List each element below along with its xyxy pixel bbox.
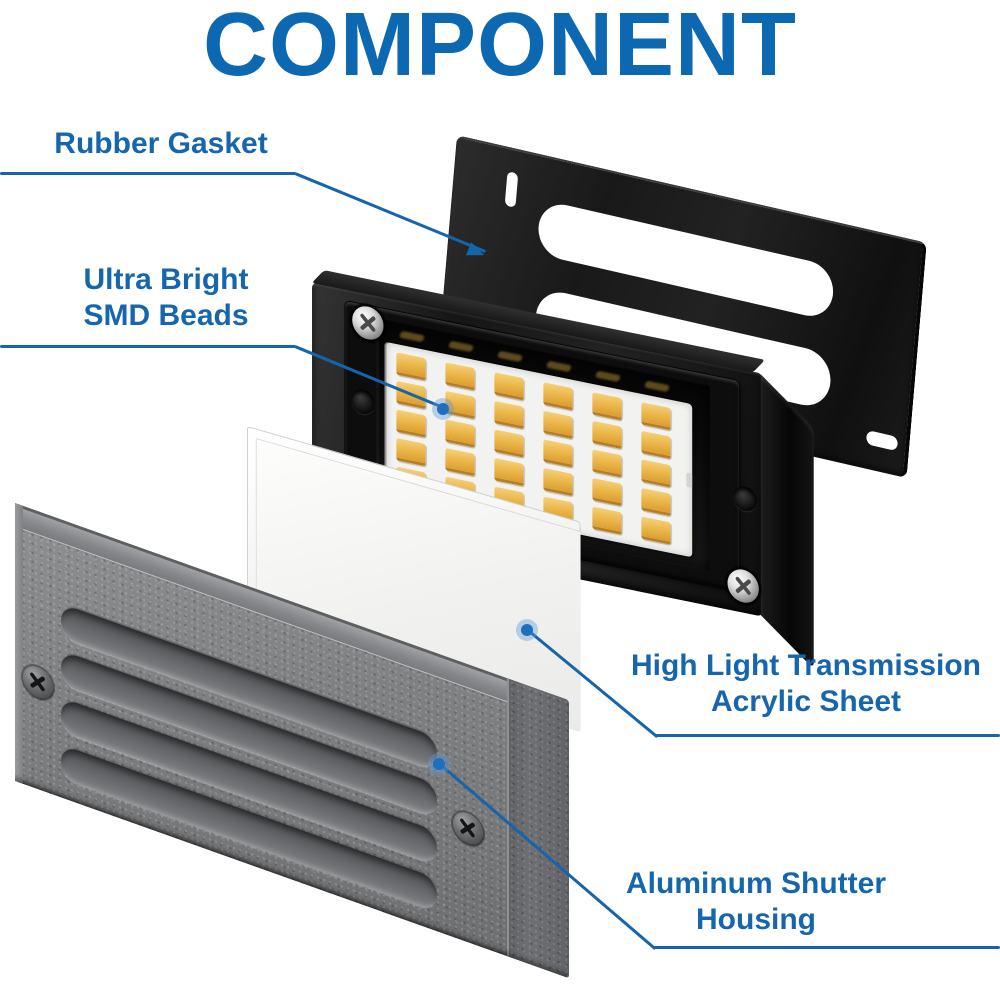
- smd-bead: [543, 382, 573, 411]
- leader-acrylic-horizontal: [655, 734, 1000, 737]
- label-smd-beads: Ultra Bright SMD Beads: [0, 262, 332, 334]
- leader-dot-acrylic: [516, 619, 538, 641]
- smd-bead: [543, 439, 573, 468]
- smd-bead: [396, 409, 426, 438]
- bead-reflection: [643, 380, 670, 393]
- leader-dot-aluminum: [428, 753, 450, 775]
- faceplate-screw-right: [453, 807, 483, 849]
- smd-bead: [445, 447, 475, 477]
- smd-bead: [641, 430, 671, 460]
- smd-bead: [641, 516, 671, 545]
- label-acrylic-sheet-line1: High Light Transmission: [630, 649, 982, 682]
- label-rubber-gasket-line1: Rubber Gasket: [54, 127, 268, 160]
- smd-bead: [641, 487, 671, 517]
- smd-bead: [543, 410, 573, 440]
- label-aluminum-housing-line2: Housing: [696, 903, 816, 936]
- smd-bead: [445, 362, 475, 391]
- label-aluminum-housing: Aluminum Shutter Housing: [560, 866, 952, 938]
- leader-aluminum-horizontal: [654, 946, 1000, 949]
- smd-bead: [592, 477, 622, 507]
- smd-bead: [445, 419, 475, 448]
- leader-dot-smd: [432, 398, 454, 420]
- gasket-mount-hole-bottom: [865, 429, 899, 452]
- gasket-mount-hole-top: [504, 171, 519, 208]
- smd-bead: [494, 400, 524, 430]
- leader-rubber-gasket-horizontal: [0, 172, 296, 175]
- smd-bead: [494, 457, 524, 487]
- bead-reflection: [496, 350, 523, 363]
- bead-reflection: [545, 360, 572, 373]
- smd-bead: [641, 402, 671, 431]
- label-rubber-gasket: Rubber Gasket: [0, 126, 322, 162]
- page-title: COMPONENT: [203, 0, 797, 95]
- smd-bead: [592, 506, 622, 535]
- faceplate-screw-left: [23, 661, 53, 703]
- label-acrylic-sheet: High Light Transmission Acrylic Sheet: [612, 648, 1000, 720]
- pcb-connector-pin: [686, 472, 693, 488]
- smd-bead: [592, 420, 622, 450]
- smd-bead: [396, 352, 426, 381]
- smd-bead: [592, 449, 622, 478]
- leader-smd-horizontal: [0, 345, 296, 348]
- label-smd-beads-line1: Ultra Bright: [83, 263, 249, 296]
- bead-reflection: [447, 340, 474, 353]
- label-acrylic-sheet-line2: Acrylic Sheet: [710, 685, 902, 718]
- smd-bead: [396, 437, 426, 467]
- smd-bead: [592, 392, 622, 421]
- smd-bead: [641, 459, 671, 488]
- smd-bead: [543, 467, 573, 497]
- label-aluminum-housing-line1: Aluminum Shutter: [626, 867, 886, 900]
- housing-screw-bottom-right: [727, 566, 759, 606]
- bead-reflection: [594, 370, 621, 383]
- smd-bead: [494, 429, 524, 458]
- faceplate-left-edge: [15, 503, 23, 784]
- smd-bead: [494, 372, 524, 401]
- label-smd-beads-line2: SMD Beads: [83, 299, 249, 332]
- bead-reflection: [398, 330, 425, 343]
